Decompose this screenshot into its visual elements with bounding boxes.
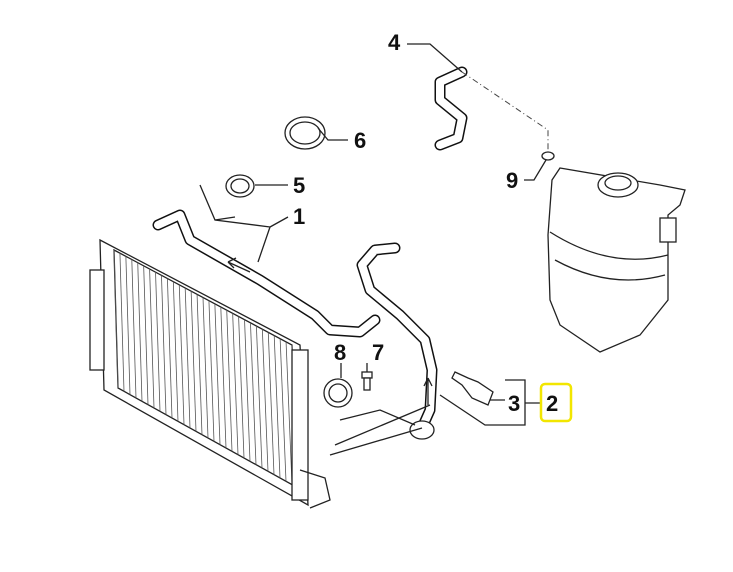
radiator-fin — [226, 310, 233, 452]
radiator-fin — [137, 262, 143, 402]
radiator-fin — [172, 281, 179, 422]
expansion-tank — [547, 167, 686, 353]
hose-4 — [434, 66, 468, 151]
callout-3[interactable]: 3 — [508, 391, 520, 416]
radiator-fin — [161, 275, 167, 415]
highlight-box — [539, 382, 573, 423]
radiator-fin — [214, 303, 221, 445]
radiator — [89, 238, 331, 509]
callout-7[interactable]: 7 — [372, 340, 384, 365]
radiator-fin — [143, 265, 149, 405]
callout-2[interactable]: 2 — [546, 391, 558, 416]
radiator-fin — [232, 313, 239, 455]
clamp-6 — [284, 116, 326, 150]
radiator-fin — [202, 297, 209, 439]
radiator-fin — [279, 338, 287, 482]
temperature-sensor — [451, 371, 494, 406]
radiator-fin — [149, 268, 155, 409]
radiator-fin — [196, 294, 203, 435]
radiator-fin — [273, 335, 281, 479]
radiator-fin — [184, 287, 191, 429]
radiator-fin — [238, 316, 245, 459]
radiator-fin — [250, 322, 257, 465]
callout-8[interactable]: 8 — [334, 340, 346, 365]
clamp-5 — [225, 174, 255, 198]
radiator-fin — [131, 259, 137, 399]
radiator-fin — [113, 249, 119, 389]
clip-9 — [541, 151, 555, 161]
radiator-fin — [178, 284, 185, 425]
clamp-8 — [323, 378, 353, 408]
radiator-fin — [256, 325, 263, 469]
radiator-fin — [190, 291, 197, 432]
callout-9[interactable]: 9 — [506, 168, 518, 193]
radiator-fin — [167, 278, 173, 419]
callout-5[interactable]: 5 — [293, 173, 305, 198]
radiator-fin — [125, 256, 131, 395]
callout-1[interactable]: 1 — [293, 204, 305, 229]
radiator-fin — [155, 272, 161, 412]
radiator-fin — [285, 341, 293, 485]
hose-1 — [152, 209, 381, 338]
hose-2 — [356, 242, 438, 440]
bolt-7 — [361, 371, 373, 391]
radiator-fin — [267, 332, 275, 475]
radiator-fin — [119, 253, 125, 392]
radiator-fin — [208, 300, 215, 442]
radiator-fin — [244, 319, 251, 462]
radiator-fin — [261, 329, 269, 472]
callout-6[interactable]: 6 — [354, 128, 366, 153]
callout-4[interactable]: 4 — [388, 30, 401, 55]
radiator-fin — [220, 306, 227, 449]
